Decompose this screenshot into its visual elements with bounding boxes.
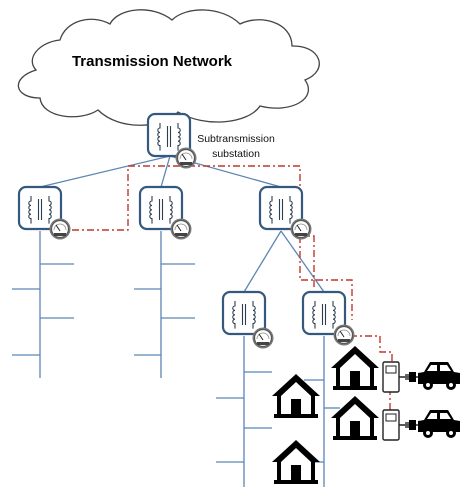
- electric-cars: [418, 362, 460, 438]
- houses: [272, 346, 379, 484]
- substation-label-line2: substation: [212, 148, 260, 160]
- transformer-lower-right: [301, 290, 356, 347]
- meter-gauge-icon: [289, 217, 313, 241]
- transformer-lower-left: [221, 290, 275, 350]
- ev-chargers: [382, 361, 400, 441]
- transmission-network-cloud: Transmission Network: [17, 9, 320, 126]
- meter-gauge-icon: [332, 323, 356, 347]
- house-icon: [331, 346, 379, 390]
- transformer-middle: [138, 185, 193, 241]
- electric-car-icon: [418, 362, 460, 390]
- substation-label-line1: Subtransmission: [197, 133, 275, 145]
- meter-gauge-icon: [174, 146, 198, 170]
- meter-gauge-icon: [251, 326, 275, 350]
- ev-charger-icon: [382, 361, 400, 393]
- communication-links: [72, 165, 393, 410]
- transformer-icon: [221, 290, 267, 336]
- transformer-right: [258, 185, 313, 241]
- subtransmission-substation-transformer: [146, 112, 198, 170]
- electric-car-icon: [418, 410, 460, 438]
- house-icon: [331, 396, 379, 440]
- charging-cables: [399, 372, 418, 430]
- meter-gauge-icon: [48, 217, 72, 241]
- network-title: Transmission Network: [72, 53, 233, 70]
- meter-gauge-icon: [169, 217, 193, 241]
- transformer-left: [17, 185, 72, 241]
- house-icon: [272, 440, 320, 484]
- ev-charger-icon: [382, 409, 400, 441]
